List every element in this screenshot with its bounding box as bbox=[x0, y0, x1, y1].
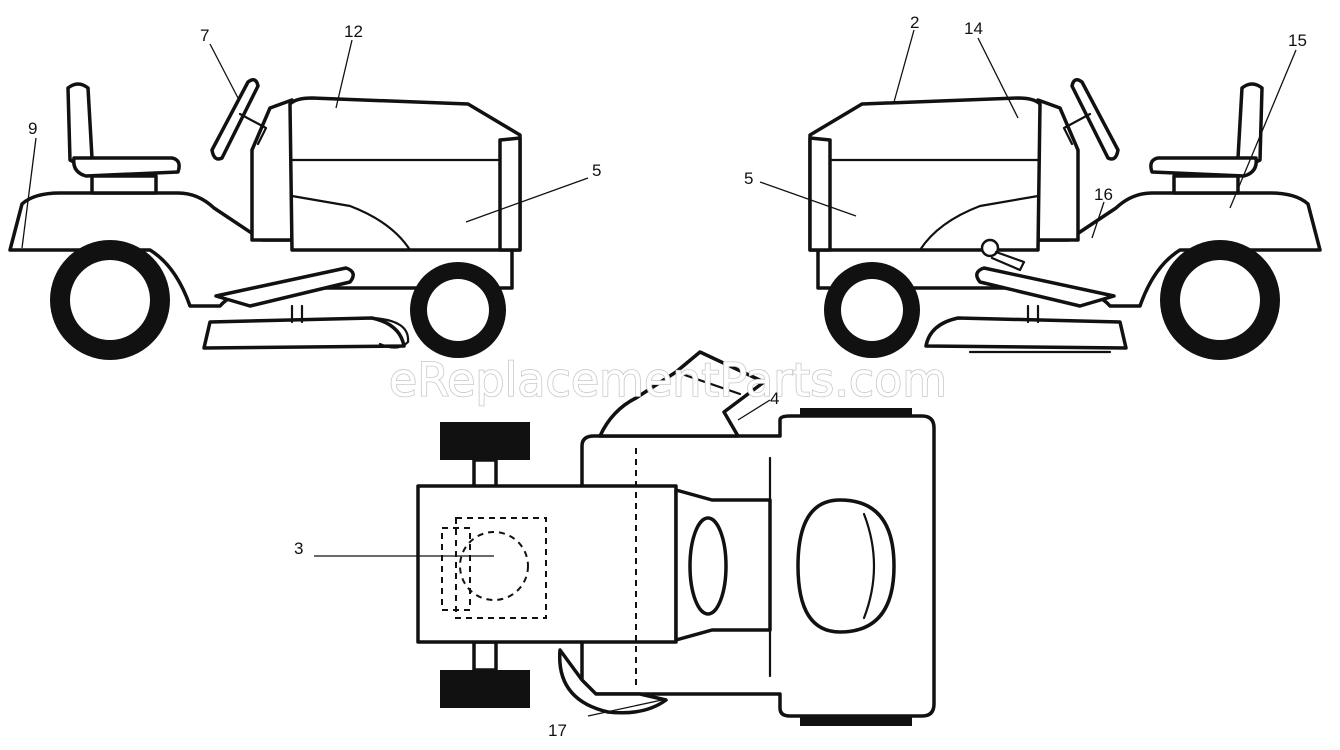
callout-3: 3 bbox=[294, 539, 303, 558]
watermark-text: eReplacementParts.com bbox=[389, 353, 947, 407]
callout-5-right: 5 bbox=[744, 169, 753, 188]
leader-lines bbox=[21, 29, 1297, 717]
callout-17: 17 bbox=[548, 721, 567, 740]
callout-12: 12 bbox=[344, 22, 363, 41]
callout-14: 14 bbox=[964, 19, 983, 38]
callout-2: 2 bbox=[910, 13, 919, 32]
callout-16: 16 bbox=[1094, 185, 1113, 204]
tractor-left-side-view bbox=[8, 78, 522, 360]
callout-9: 9 bbox=[28, 119, 37, 138]
callout-7: 7 bbox=[200, 26, 209, 45]
tractor-top-view bbox=[416, 350, 936, 726]
callout-15: 15 bbox=[1288, 31, 1307, 50]
lift-lever bbox=[980, 238, 1026, 272]
callout-5-left: 5 bbox=[592, 161, 601, 180]
callout-4: 4 bbox=[770, 389, 779, 408]
tractor-right-side-view bbox=[808, 78, 1322, 360]
